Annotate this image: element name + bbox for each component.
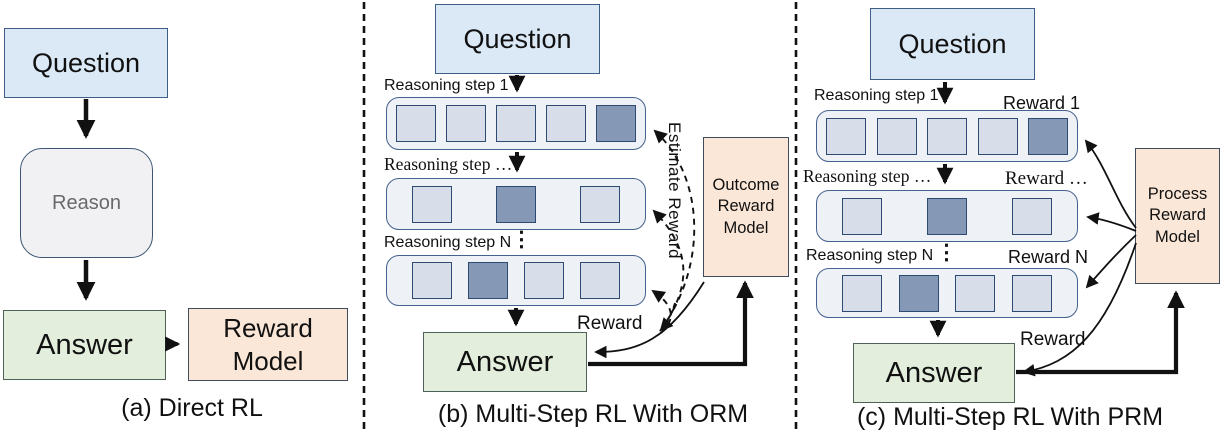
reasoning-token-light — [876, 117, 917, 155]
reasoning-token-dark — [927, 197, 967, 235]
reasoning-token-light — [496, 105, 536, 142]
reward-label-c: Reward — [1020, 329, 1086, 350]
reasoning-step-n-row-c — [816, 268, 1078, 318]
reasoning-token-light — [927, 117, 967, 155]
estimate-reward-label: Estimate Reward — [665, 122, 684, 259]
question-box-c: Question — [870, 8, 1035, 80]
reasoning-token-light — [580, 262, 620, 299]
reasoning-token-light — [446, 105, 486, 142]
answer-box-c: Answer — [853, 343, 1015, 403]
reasoning-token-light — [955, 274, 996, 312]
reasoning-step-dots-label-b: Reasoning step … — [384, 154, 513, 174]
vertical-ellipsis-c: ⋮ — [936, 241, 957, 264]
reasoning-token-dark — [596, 105, 636, 142]
reasoning-token-light — [826, 117, 866, 155]
caption-b: (b) Multi-Step RL With ORM — [437, 400, 749, 428]
reward-model-box-a: Reward Model — [188, 308, 348, 381]
question-box-b: Question — [435, 4, 600, 74]
reasoning-token-light — [412, 185, 452, 223]
dashed-estimate-to-stepn — [651, 289, 672, 334]
caption-c: (c) Multi-Step RL With PRM — [856, 403, 1164, 431]
arrow-prm-to-stepn — [1085, 234, 1137, 289]
caption-a: (a) Direct RL — [121, 394, 263, 422]
reasoning-step-1-label-b: Reasoning step 1 — [384, 77, 509, 94]
reward-n-label: Reward N — [1008, 247, 1089, 267]
vertical-ellipsis-b: ⋮ — [511, 228, 532, 251]
reasoning-token-light — [524, 262, 564, 299]
reasoning-token-dark — [496, 185, 536, 223]
reasoning-step-dots-label-c: Reasoning step … — [803, 166, 932, 186]
reasoning-step-dots-row-c — [816, 190, 1078, 242]
reasoning-token-dark — [468, 262, 508, 299]
reasoning-step-n-label-b: Reasoning step N — [384, 234, 512, 251]
reasoning-token-dark — [898, 274, 939, 312]
dashed-estimate-to-reward — [659, 302, 676, 332]
answer-box-b: Answer — [423, 332, 587, 392]
outcome-reward-model-box: Outcome Reward Model — [703, 137, 789, 277]
question-box-a: Question — [4, 28, 168, 98]
arrow-prm-to-step2 — [1086, 212, 1137, 232]
reasoning-step-1-row-c — [816, 110, 1078, 162]
reasoning-token-light — [412, 262, 452, 299]
reasoning-step-1-label-c: Reasoning step 1 — [814, 87, 939, 104]
reasoning-token-light — [546, 105, 586, 142]
reasoning-token-light — [1012, 197, 1052, 235]
reasoning-step-1-row-b — [386, 97, 646, 150]
process-reward-model-box: Process Reward Model — [1135, 148, 1220, 284]
reason-box: Reason — [20, 148, 153, 258]
arrow-prm-to-step1 — [1084, 139, 1137, 229]
reasoning-token-light — [396, 105, 436, 142]
reasoning-token-dark — [1028, 117, 1068, 155]
reasoning-token-light — [977, 117, 1018, 155]
reasoning-token-light — [842, 197, 882, 235]
reasoning-token-light — [1011, 274, 1052, 312]
reasoning-token-light — [842, 274, 882, 312]
reasoning-step-dots-row-b — [386, 178, 646, 230]
reasoning-token-light — [580, 185, 620, 223]
reasoning-step-n-row-b — [386, 255, 646, 306]
reward-1-label: Reward 1 — [1003, 93, 1081, 113]
answer-box-a: Answer — [3, 310, 166, 380]
reward-dots-label: Reward … — [1005, 168, 1088, 189]
reasoning-step-n-label-c: Reasoning step N — [806, 247, 934, 264]
